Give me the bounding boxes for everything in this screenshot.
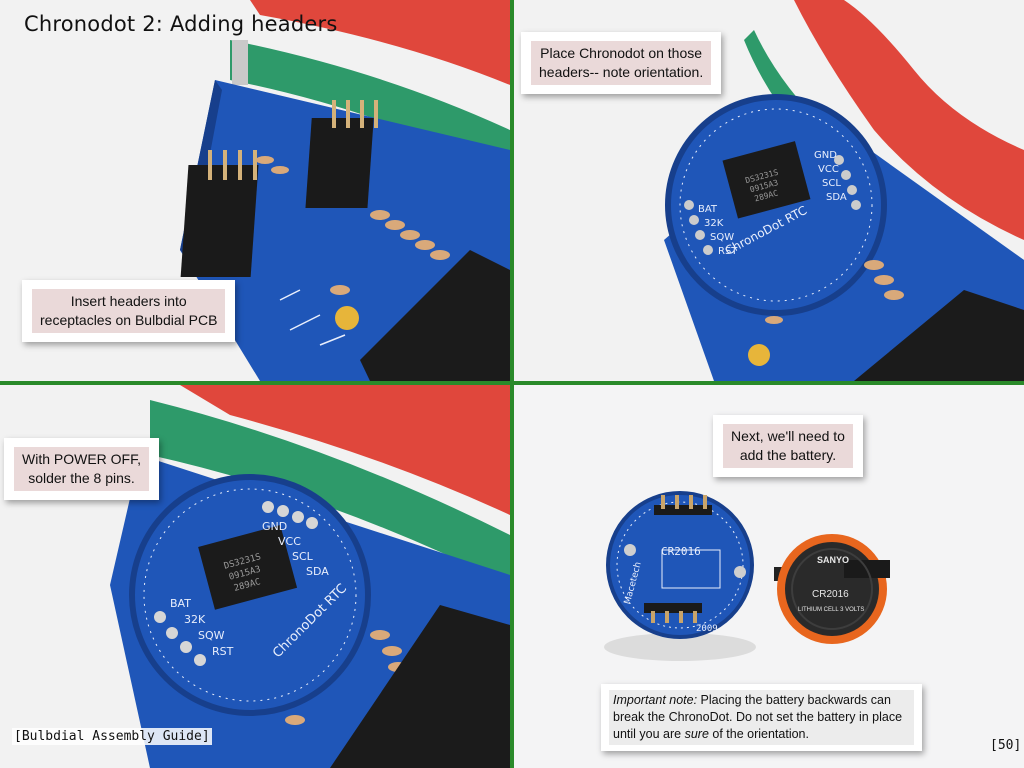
caption-box: Place Chronodot on those headers-- note …: [521, 32, 722, 94]
pin-label: 32K: [184, 613, 206, 626]
panel-place-chronodot: ChronoDot RTC GND VCC SCL SDA BAT 32K SQ…: [514, 0, 1024, 381]
pin-label: SCL: [292, 550, 314, 563]
battery-brand: SANYO: [817, 555, 849, 565]
caption-text: Place Chronodot on those headers-- note …: [531, 41, 712, 85]
caption-text: With POWER OFF, solder the 8 pins.: [14, 447, 149, 491]
pin-label: BAT: [698, 204, 718, 215]
brand-label: Macetech: [623, 561, 644, 606]
caption-line: headers-- note orientation.: [539, 64, 704, 80]
caption-text: Next, we'll need to add the battery.: [723, 424, 853, 468]
caption-line: receptacles on Bulbdial PCB: [40, 312, 218, 328]
pin-label: GND: [262, 520, 287, 533]
note-emphasis: sure: [684, 727, 709, 741]
note-text: Placing the battery backwards can break …: [613, 693, 903, 741]
panel-insert-headers: Chronodot 2: Adding headers Insert heade…: [0, 0, 510, 381]
caption-line: add the battery.: [739, 447, 837, 463]
caption-line: solder the 8 pins.: [28, 470, 135, 486]
pin-label: SDA: [306, 565, 329, 578]
pin-label: GND: [814, 150, 837, 161]
pin-label: VCC: [818, 164, 839, 175]
year-label: 2009: [696, 624, 718, 634]
chronodot-silkscreen: ChronoDot RTC GND VCC SCL SDA BAT 32K SQ…: [698, 150, 847, 258]
pin-label: 32K: [704, 218, 724, 229]
caption-line: With POWER OFF,: [22, 451, 141, 467]
slide-title: Chronodot 2: Adding headers: [24, 12, 338, 36]
caption-line: Insert headers into: [70, 293, 187, 309]
panel-solder-pins: ChronoDot RTC GND VCC SCL SDA BAT 32K SQ…: [0, 385, 510, 768]
caption-box: With POWER OFF, solder the 8 pins.: [4, 438, 159, 500]
important-note-label: Important note:: [613, 693, 698, 707]
photo-chronodot-placed: [514, 0, 1024, 381]
pin-label: SQW: [710, 232, 734, 243]
caption-line: Place Chronodot on those: [540, 45, 703, 61]
pin-label: VCC: [278, 535, 301, 548]
pin-label: SCL: [822, 178, 841, 189]
photo-chronodot-soldered: [0, 385, 510, 768]
pin-label: SQW: [198, 629, 225, 642]
guide-title: [Bulbdial Assembly Guide]: [12, 728, 212, 745]
battery-slot-label: CR2016: [661, 545, 701, 558]
important-note: Important note: Placing the battery back…: [601, 684, 922, 751]
battery-desc: LITHIUM CELL 3 VOLTS: [798, 607, 864, 613]
page-number: [50]: [990, 738, 1022, 753]
board-label-rtc: ChronoDot RTC: [270, 581, 350, 661]
note-text: of the orientation.: [708, 727, 809, 741]
pin-label: RST: [212, 645, 234, 658]
battery-and-board-labels: CR2016 Macetech 2009 SANYO CR2016 LITHIU…: [623, 545, 864, 634]
pin-label: RST: [718, 246, 738, 257]
caption-box: Insert headers into receptacles on Bulbd…: [22, 280, 236, 342]
chronodot-silkscreen: ChronoDot RTC GND VCC SCL SDA BAT 32K SQ…: [170, 520, 350, 661]
pin-label: SDA: [826, 192, 847, 203]
caption-text: Insert headers into receptacles on Bulbd…: [32, 289, 226, 333]
caption-box: Next, we'll need to add the battery.: [713, 415, 863, 477]
important-note-text: Important note: Placing the battery back…: [609, 690, 914, 745]
caption-line: Next, we'll need to: [731, 428, 845, 444]
pin-label: BAT: [170, 597, 191, 610]
battery-model: CR2016: [812, 589, 849, 600]
